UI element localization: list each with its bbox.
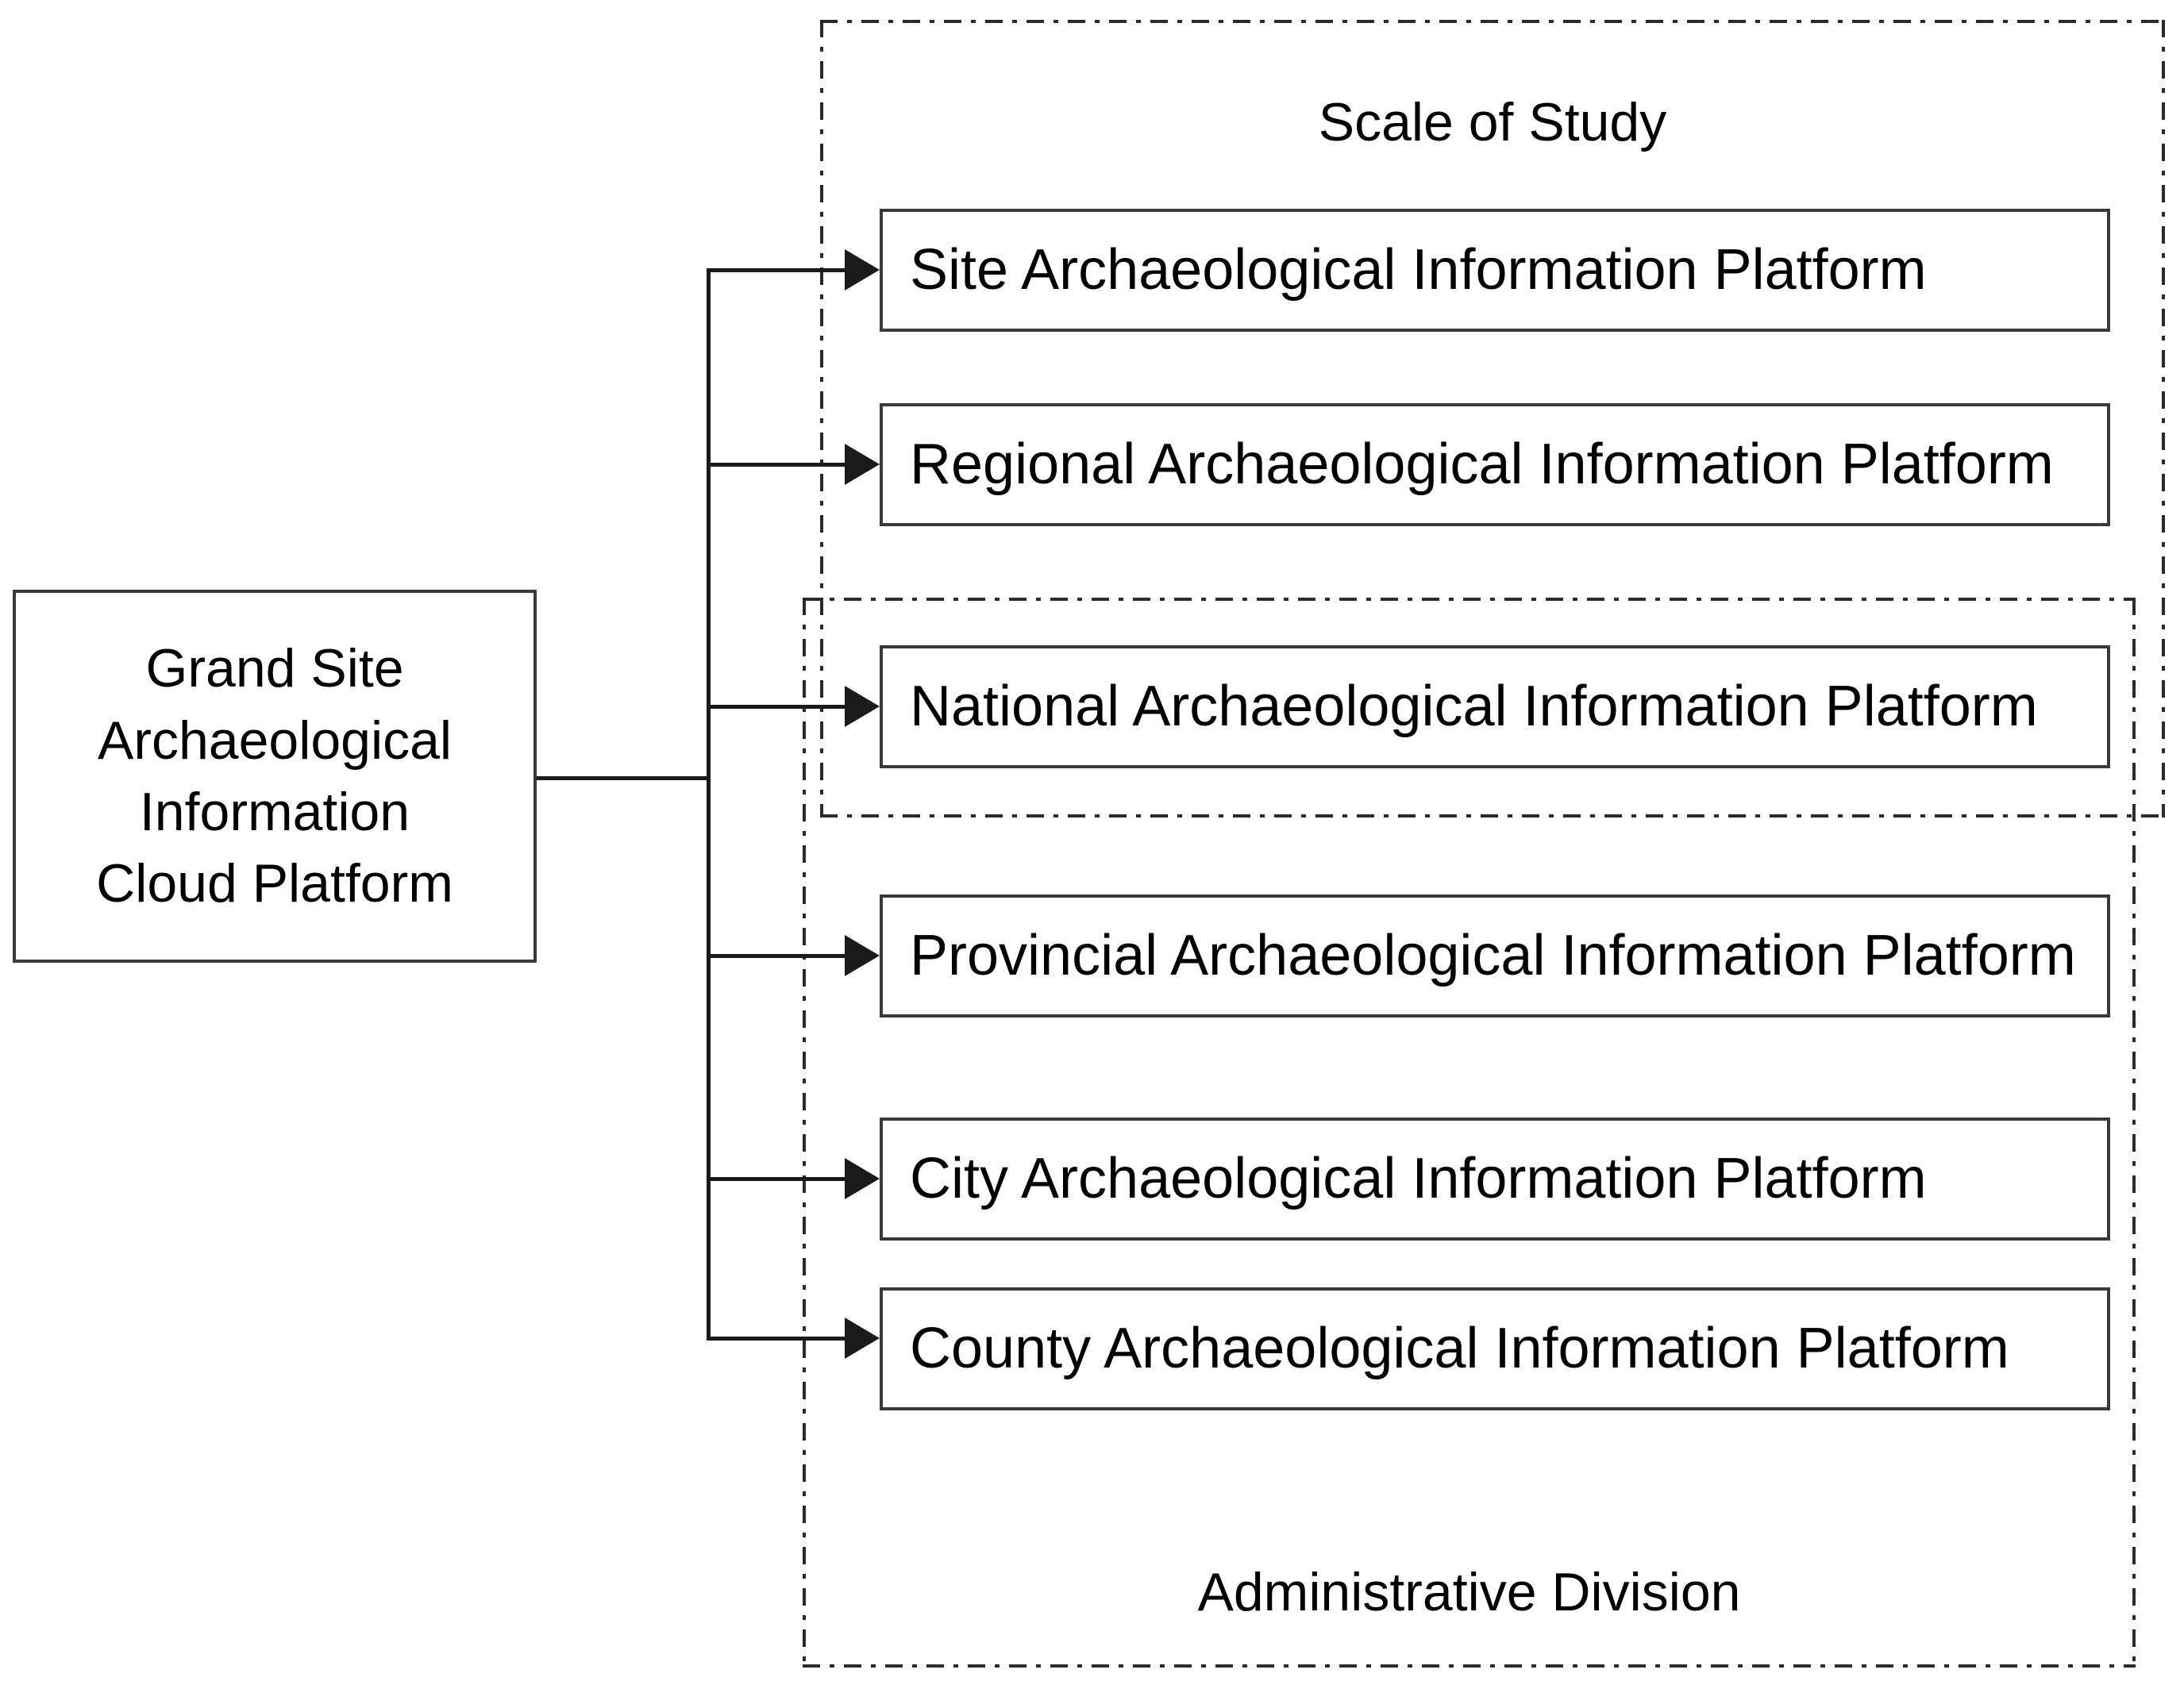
arrow-head-regional — [845, 444, 880, 485]
node-label: County Archaeological Information Platfo… — [910, 1316, 2009, 1380]
arrow-head-provincial — [845, 935, 880, 976]
arrow-head-county — [845, 1318, 880, 1359]
group-frame-edge-right — [2162, 20, 2165, 817]
connector-trunk-vertical — [707, 268, 711, 1338]
connector-branch-provincial — [707, 954, 848, 958]
node-label: Regional Archaeological Information Plat… — [910, 432, 2054, 496]
group-frame-edge-bottom — [803, 1664, 2136, 1668]
group-frame-edge-top — [820, 20, 2165, 23]
connector-branch-site — [707, 268, 848, 272]
node-label: City Archaeological Information Platform — [910, 1146, 1927, 1210]
node-grand-site-cloud-platform[interactable]: Grand Site Archaeological Information Cl… — [13, 590, 537, 963]
arrow-head-site — [845, 249, 880, 290]
group-frame-edge-right — [2132, 598, 2136, 1668]
node-label: Grand Site Archaeological Information Cl… — [96, 633, 453, 920]
group-frame-edge-bottom — [820, 814, 2165, 817]
node-provincial-archaeological-information-platform[interactable]: Provincial Archaeological Information Pl… — [880, 894, 2110, 1018]
node-national-archaeological-information-platform[interactable]: National Archaeological Information Plat… — [880, 645, 2110, 768]
group-frame-administrative-division — [803, 598, 2136, 1668]
group-frame-edge-left — [820, 20, 823, 817]
node-label: National Archaeological Information Plat… — [910, 674, 2038, 738]
connector-branch-national — [707, 705, 848, 709]
connector-branch-county — [707, 1337, 848, 1341]
node-city-archaeological-information-platform[interactable]: City Archaeological Information Platform — [880, 1118, 2110, 1241]
root-label-line-4: Cloud Platform — [96, 853, 453, 914]
group-frame-edge-top — [803, 598, 2136, 601]
root-label-line-1: Grand Site — [145, 638, 404, 699]
node-county-archaeological-information-platform[interactable]: County Archaeological Information Platfo… — [880, 1287, 2110, 1410]
root-label-line-2: Archaeological — [97, 710, 453, 771]
connector-branch-regional — [707, 463, 848, 467]
group-frame-edge-left — [803, 598, 806, 1668]
connector-branch-city — [707, 1177, 848, 1181]
connector-trunk-stub — [537, 776, 710, 780]
node-label: Site Archaeological Information Platform — [910, 237, 1927, 302]
node-regional-archaeological-information-platform[interactable]: Regional Archaeological Information Plat… — [880, 403, 2110, 526]
node-label: Provincial Archaeological Information Pl… — [910, 923, 2076, 987]
group-caption-administrative-division: Administrative Division — [1197, 1562, 1741, 1622]
root-label-line-3: Information — [139, 782, 410, 842]
node-site-archaeological-information-platform[interactable]: Site Archaeological Information Platform — [880, 209, 2110, 332]
group-caption-scale-of-study: Scale of Study — [1318, 92, 1667, 152]
group-frame-scale-of-study — [820, 20, 2165, 817]
arrow-head-national — [845, 686, 880, 727]
arrow-head-city — [845, 1158, 880, 1199]
